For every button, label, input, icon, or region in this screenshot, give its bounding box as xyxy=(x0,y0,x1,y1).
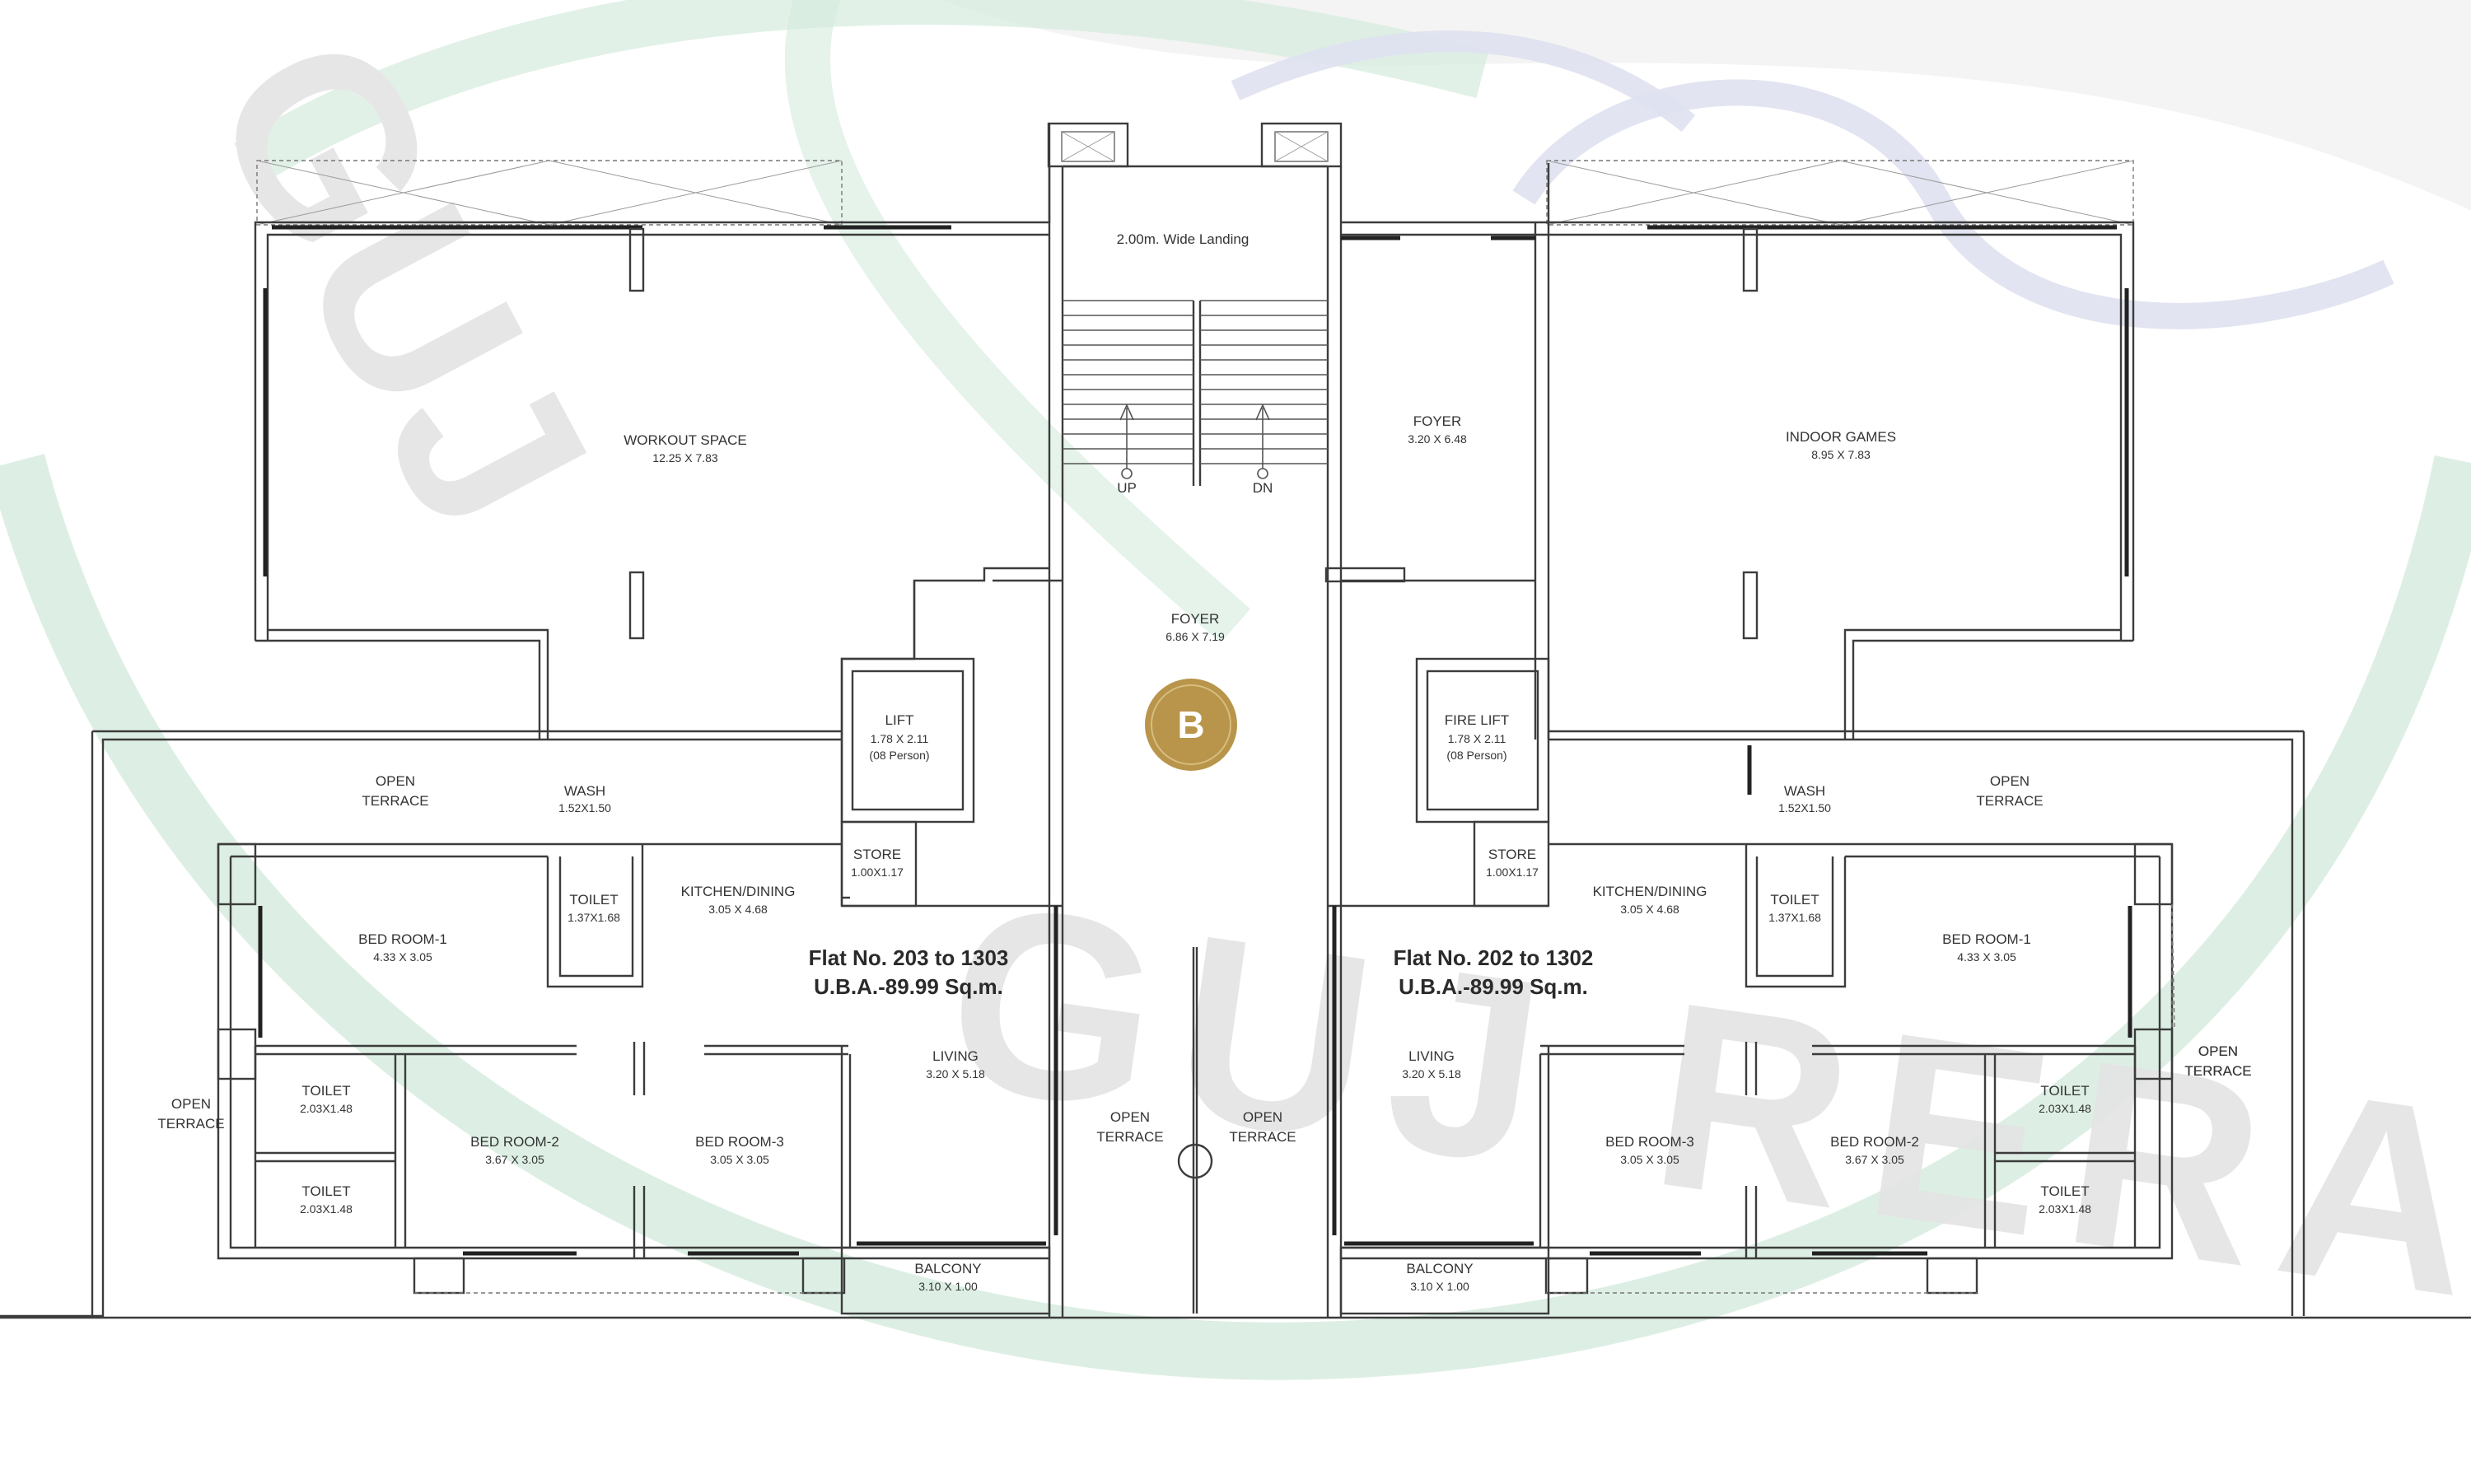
room-name: OPEN xyxy=(2198,1043,2238,1059)
room-dim: 3.10 X 1.00 xyxy=(1410,1280,1469,1293)
room-name: TOILET xyxy=(569,892,618,908)
room-extra: (08 Person) xyxy=(869,749,929,762)
room-name: BED ROOM-1 xyxy=(1942,931,2031,947)
room-name: BED ROOM-3 xyxy=(695,1134,784,1150)
walls xyxy=(0,124,2471,1319)
top-projections xyxy=(256,122,2134,226)
room-name: OPEN xyxy=(376,773,415,789)
room-dim: 3.67 X 3.05 xyxy=(1845,1153,1904,1166)
builder-logo: B xyxy=(1145,679,1237,771)
room-name: TOILET xyxy=(1770,892,1819,908)
room-name: KITCHEN/DINING xyxy=(1593,884,1707,899)
staircase xyxy=(1063,300,1328,479)
room-name: INDOOR GAMES xyxy=(1786,429,1896,445)
room-dim: 1.00X1.17 xyxy=(1486,866,1539,879)
logo-letter: B xyxy=(1177,703,1204,746)
room-dim: 3.20 X 5.18 xyxy=(926,1067,985,1080)
room-extra: (08 Person) xyxy=(1446,749,1506,762)
room-name: TERRACE xyxy=(1976,793,2043,809)
room-name: WASH xyxy=(1784,783,1825,799)
room-name: LIVING xyxy=(1408,1048,1455,1064)
room-name: BED ROOM-1 xyxy=(358,931,447,947)
flat-right-area: U.B.A.-89.99 Sq.m. xyxy=(1399,974,1588,999)
room-name: BED ROOM-2 xyxy=(470,1134,559,1150)
room-name: TERRACE xyxy=(2184,1063,2251,1079)
room-name: STORE xyxy=(1488,847,1536,862)
room-dim: 8.95 X 7.83 xyxy=(1811,448,1871,461)
room-dim: 12.25 X 7.83 xyxy=(652,451,718,464)
room-dim: 4.33 X 3.05 xyxy=(1957,950,2016,964)
room-name: FOYER xyxy=(1413,413,1462,429)
room-dim: 4.33 X 3.05 xyxy=(373,950,432,964)
room-name: OPEN xyxy=(2198,1043,2238,1059)
room-dim: 1.37X1.68 xyxy=(1768,911,1821,924)
room-labels: WORKOUT SPACE 12.25 X 7.83 2.00m. Wide L… xyxy=(157,231,2251,1293)
flat-labels: Flat No. 203 to 1303 U.B.A.-89.99 Sq.m. … xyxy=(809,945,1594,999)
room-dim: 3.05 X 3.05 xyxy=(1620,1153,1679,1166)
room-name: FIRE LIFT xyxy=(1445,712,1509,728)
room-dim: 2.03X1.48 xyxy=(300,1102,353,1115)
rera-watermark: GUJ GUJ RERA xyxy=(0,0,2471,1380)
room-dim: 3.05 X 4.68 xyxy=(1620,903,1679,916)
room-name: BED ROOM-2 xyxy=(1830,1134,1919,1150)
room-name: BALCONY xyxy=(1406,1261,1473,1276)
room-dim: 3.05 X 4.68 xyxy=(708,903,768,916)
room-name: FOYER xyxy=(1171,611,1220,627)
flat-right-number: Flat No. 202 to 1302 xyxy=(1394,945,1594,970)
room-name: OPEN xyxy=(1990,773,2030,789)
room-name: OPEN xyxy=(1110,1109,1150,1125)
room-name: LIVING xyxy=(932,1048,979,1064)
watermark-left-text: GUJ xyxy=(159,0,642,572)
room-name: OPEN xyxy=(1243,1109,1282,1125)
flat-left-number: Flat No. 203 to 1303 xyxy=(809,945,1009,970)
flat-left-area: U.B.A.-89.99 Sq.m. xyxy=(814,974,1003,999)
room-dim: 2.03X1.48 xyxy=(2039,1102,2091,1115)
room-name: STORE xyxy=(853,847,901,862)
room-name: 2.00m. Wide Landing xyxy=(1117,231,1250,247)
room-name: KITCHEN/DINING xyxy=(681,884,796,899)
room-name: WORKOUT SPACE xyxy=(624,432,747,448)
room-dim: 2.03X1.48 xyxy=(2039,1202,2091,1216)
room-dim: 3.05 X 3.05 xyxy=(710,1153,769,1166)
room-name: TOILET xyxy=(301,1183,350,1199)
room-dim: 1.37X1.68 xyxy=(568,911,620,924)
room-dim: 3.10 X 1.00 xyxy=(918,1280,978,1293)
room-dim: 1.52X1.50 xyxy=(1778,801,1831,814)
room-dim: 1.78 X 2.11 xyxy=(871,732,929,745)
room-name: TERRACE xyxy=(362,793,428,809)
room-name: LIFT xyxy=(885,712,914,728)
room-name: OPEN xyxy=(171,1096,211,1112)
room-name: TOILET xyxy=(2040,1083,2089,1099)
room-name: WASH xyxy=(564,783,605,799)
room-dim: 2.03X1.48 xyxy=(300,1202,353,1216)
room-name: TOILET xyxy=(301,1083,350,1099)
room-name: BALCONY xyxy=(914,1261,981,1276)
room-name: TERRACE xyxy=(1096,1129,1163,1145)
stair-label-up: UP xyxy=(1117,480,1137,496)
room-dim: 3.20 X 6.48 xyxy=(1408,432,1467,446)
stair-label-dn: DN xyxy=(1253,480,1273,496)
room-name: TERRACE xyxy=(2184,1063,2251,1079)
room-dim: 3.67 X 3.05 xyxy=(485,1153,544,1166)
room-dim: 6.86 X 7.19 xyxy=(1165,630,1225,643)
room-dim: 3.20 X 5.18 xyxy=(1402,1067,1461,1080)
room-name: TERRACE xyxy=(157,1116,224,1132)
room-dim: 1.00X1.17 xyxy=(851,866,904,879)
room-name: TOILET xyxy=(2040,1183,2089,1199)
room-dim: 1.52X1.50 xyxy=(558,801,611,814)
room-dim: 1.78 X 2.11 xyxy=(1448,732,1506,745)
room-name: BED ROOM-3 xyxy=(1605,1134,1694,1150)
room-name: TERRACE xyxy=(1229,1129,1296,1145)
